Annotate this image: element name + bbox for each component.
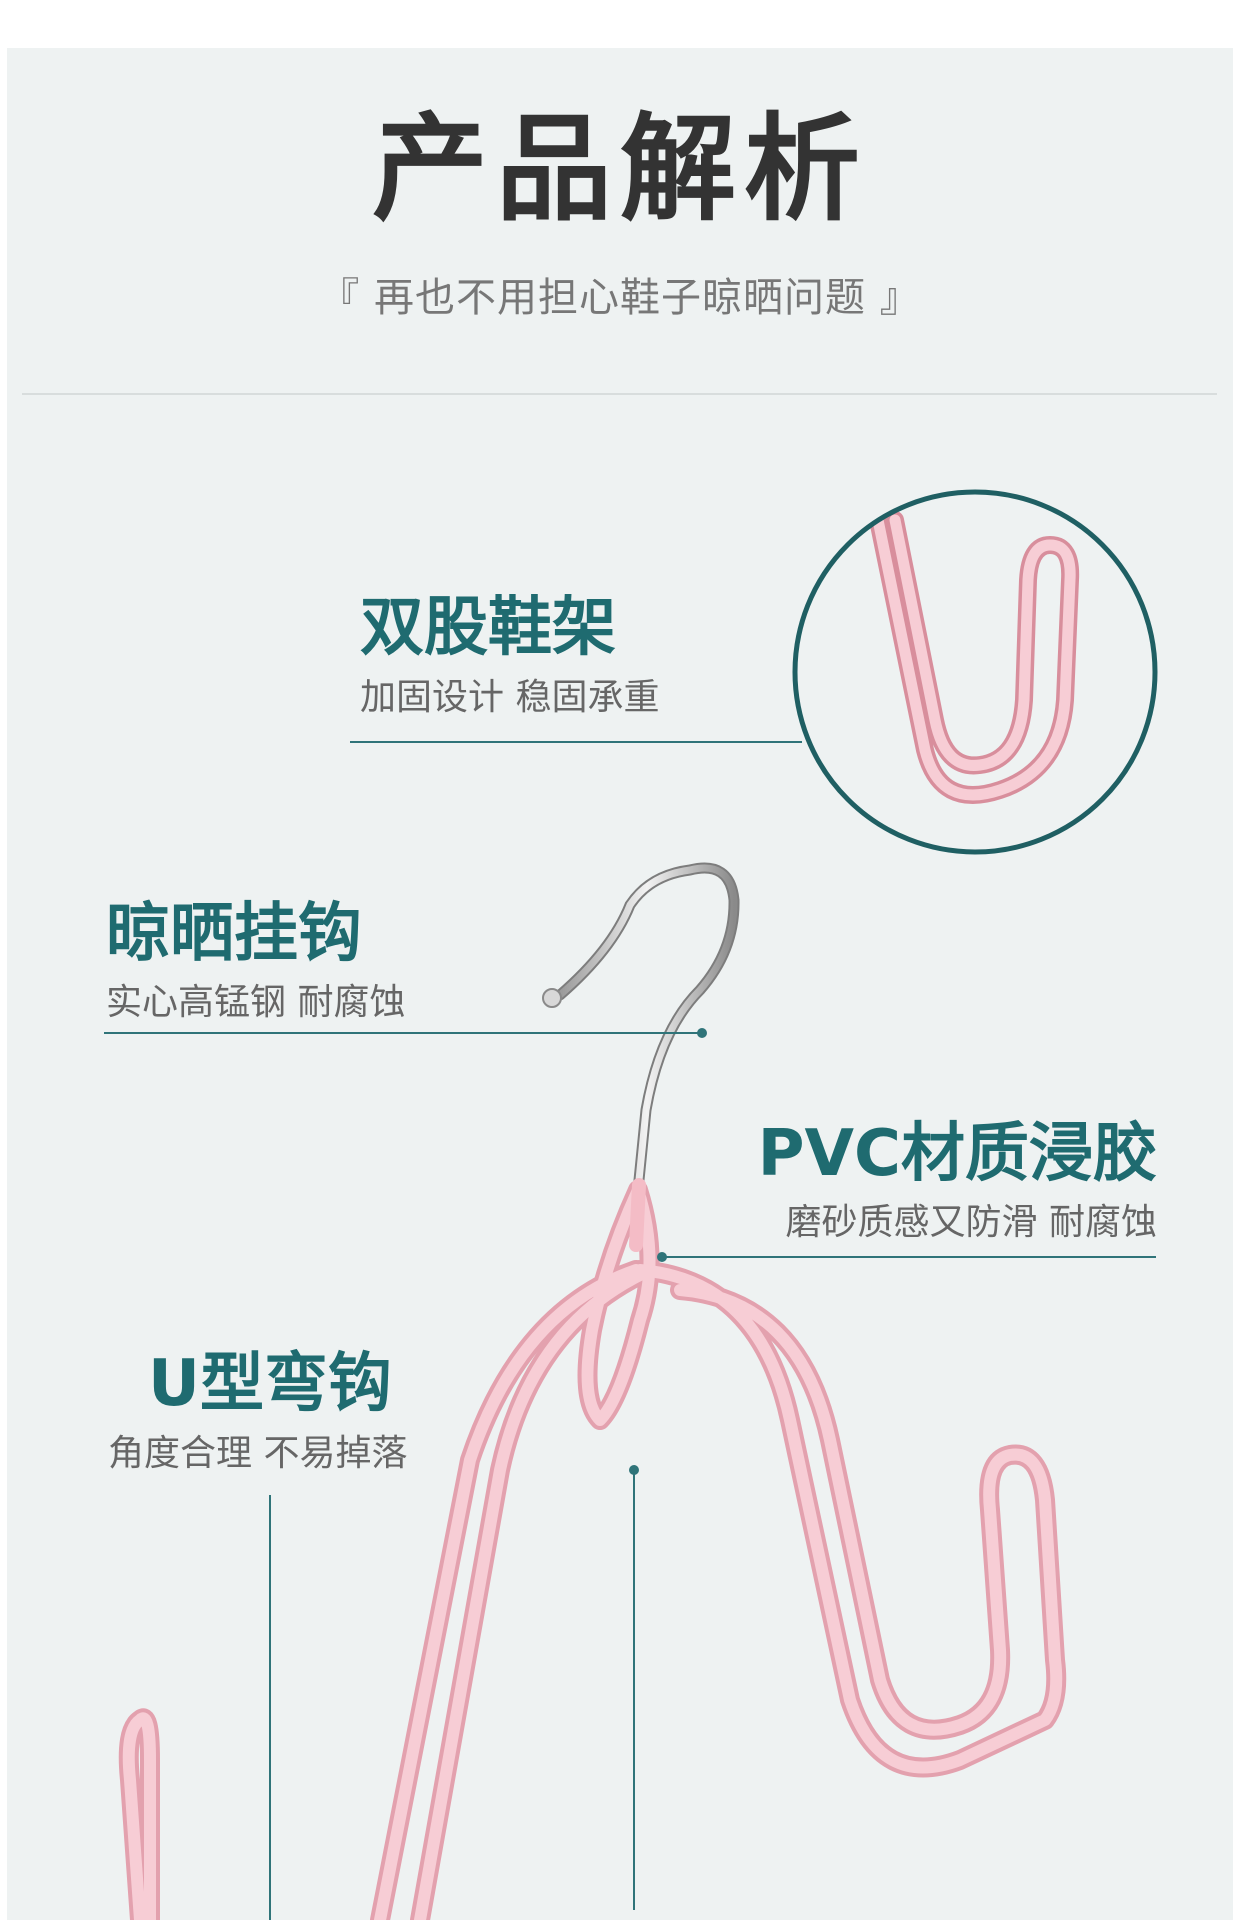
callout-lines [104,741,1156,1920]
page-title: 产品解析 [372,102,868,237]
feature-title-double-strand: 双股鞋架 [360,591,616,665]
detail-zoom-circle [792,489,1158,855]
feature-desc-drying-hook: 实心高锰钢 耐腐蚀 [106,982,406,1023]
steel-hook [542,862,740,1196]
feature-title-drying-hook: 晾晒挂钩 [106,897,362,971]
feature-desc-u-hook: 角度合理 不易掉落 [108,1433,408,1474]
content-panel [7,48,1233,1920]
header-divider [22,393,1217,395]
feature-desc-double-strand: 加固设计 稳固承重 [360,677,660,718]
feature-title-pvc-coating: PVC材质浸胶 [757,1117,1157,1191]
page-subtitle: 『 再也不用担心鞋子晾晒问题 』 [319,275,921,321]
pink-hanger-body [118,1178,1067,1920]
feature-desc-pvc-coating: 磨砂质感又防滑 耐腐蚀 [785,1202,1157,1243]
feature-title-u-hook: U型弯钩 [148,1347,392,1421]
